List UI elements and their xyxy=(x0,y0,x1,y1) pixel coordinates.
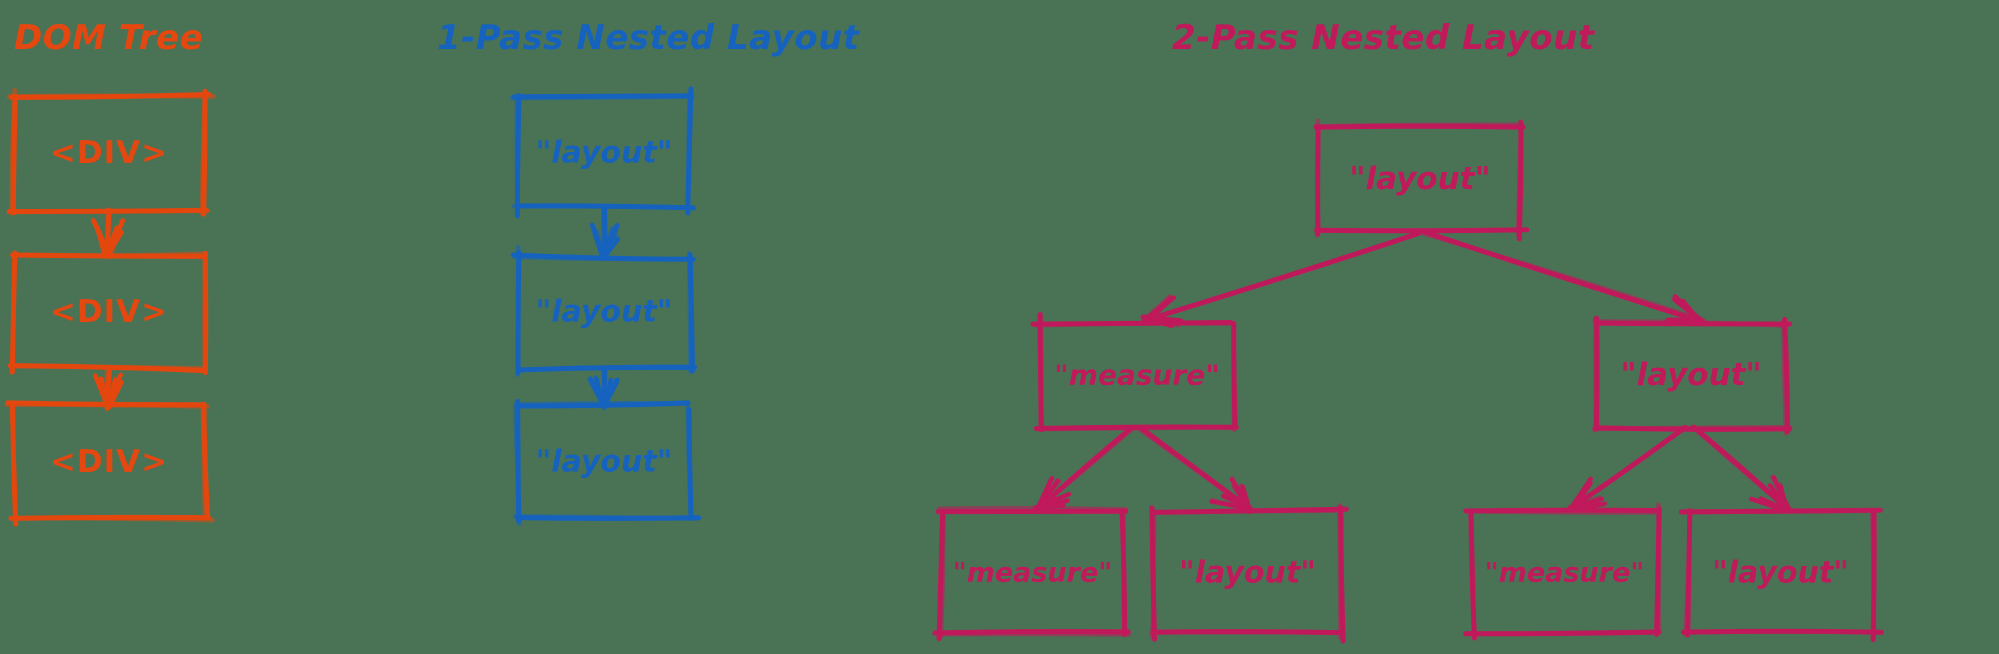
column-title-dom-tree: DOM Tree xyxy=(14,18,204,58)
node-box-pass2-leaf-1 xyxy=(932,505,1131,642)
arrow-pass1-node-1-to-pass1-node-2 xyxy=(589,206,621,262)
node-box-pass2-mid-left xyxy=(1030,312,1239,433)
node-box-pass2-leaf-3 xyxy=(1463,502,1663,641)
arrow-dom-node-1-to-dom-node-2 xyxy=(91,207,126,260)
node-box-pass2-mid-right xyxy=(1591,315,1793,436)
node-box-pass2-leaf-2 xyxy=(1149,503,1349,644)
node-box-pass1-node-2 xyxy=(510,244,698,378)
arrow-pass2-mid-left-to-pass2-leaf-1 xyxy=(1033,424,1136,513)
column-dom-tree xyxy=(4,87,217,527)
column-title-two-pass-nested-layout: 2-Pass Nested Layout xyxy=(1172,18,1595,58)
node-box-dom-node-1 xyxy=(6,87,217,217)
node-box-pass1-node-3 xyxy=(512,398,702,527)
column-title-one-pass-nested-layout: 1-Pass Nested Layout xyxy=(437,18,860,58)
arrow-pass2-mid-right-to-pass2-leaf-3 xyxy=(1566,424,1688,514)
arrow-pass2-root-to-pass2-mid-right xyxy=(1420,229,1706,326)
column-two-pass-nested-layout xyxy=(932,118,1885,644)
node-box-dom-node-2 xyxy=(7,250,209,376)
node-box-dom-node-3 xyxy=(4,400,215,527)
arrow-pass2-mid-left-to-pass2-leaf-2 xyxy=(1136,425,1254,515)
node-box-pass1-node-1 xyxy=(509,86,697,219)
node-box-pass2-leaf-4 xyxy=(1678,507,1885,643)
node-box-pass2-root xyxy=(1313,118,1530,242)
arrow-pass2-root-to-pass2-mid-left xyxy=(1140,230,1422,329)
column-one-pass-nested-layout xyxy=(509,86,702,527)
arrow-pass2-mid-right-to-pass2-leaf-4 xyxy=(1690,424,1793,514)
